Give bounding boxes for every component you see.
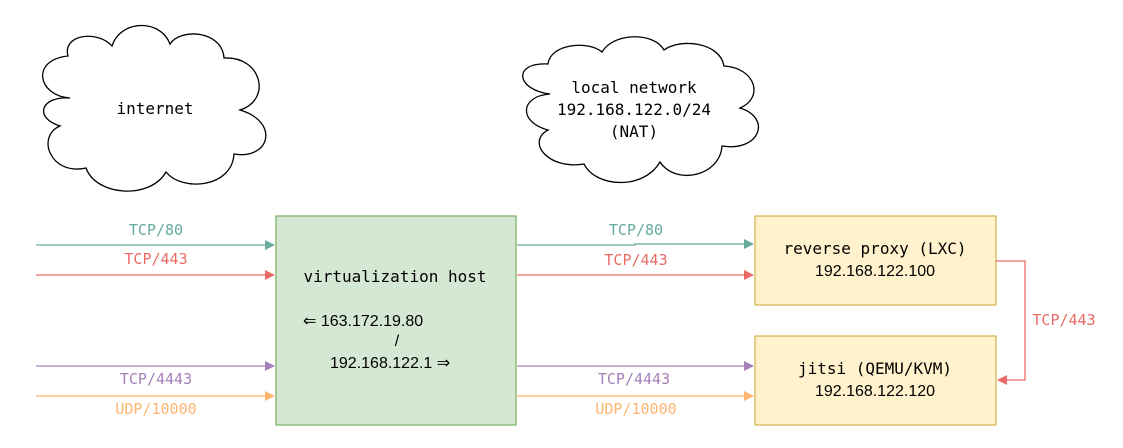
jitsi-rect	[754, 335, 997, 426]
internet-cloud-shape	[41, 24, 267, 192]
local-network-cloud-shape	[522, 36, 759, 183]
virtualization-host-box: virtualization host ⇐ 163.172.19.80 / 19…	[275, 215, 517, 426]
label-internet-tcp4443: TCP/4443	[120, 370, 192, 388]
local-network-cloud: local network 192.168.122.0/24 (NAT)	[522, 36, 759, 183]
local-network-nat: (NAT)	[610, 122, 658, 141]
internet-cloud-label: internet	[116, 99, 193, 118]
reverse-proxy-rect	[754, 215, 997, 306]
label-host-jitsi-tcp4443: TCP/4443	[598, 370, 670, 388]
label-internet-udp10000: UDP/10000	[115, 400, 196, 418]
internet-cloud: internet	[41, 24, 267, 192]
label-host-proxy-tcp80: TCP/80	[609, 221, 663, 239]
local-network-subnet: 192.168.122.0/24	[557, 100, 711, 119]
reverse-proxy-ip: 192.168.122.100	[815, 263, 935, 280]
virtualization-host-title: virtualization host	[303, 267, 486, 286]
jitsi-title: jitsi (QEMU/KVM)	[798, 359, 952, 378]
label-host-jitsi-udp10000: UDP/10000	[595, 400, 676, 418]
local-network-line1: local network	[571, 78, 697, 97]
virtualization-host-rect	[275, 215, 517, 426]
reverse-proxy-box: reverse proxy (LXC) 192.168.122.100	[754, 215, 997, 306]
reverse-proxy-title: reverse proxy (LXC)	[783, 239, 966, 258]
host-private-ip: 192.168.122.1 ⇒	[330, 355, 450, 372]
label-proxy-jitsi-tcp443: TCP/443	[1032, 311, 1095, 329]
label-host-proxy-tcp443: TCP/443	[604, 251, 667, 269]
jitsi-box: jitsi (QEMU/KVM) 192.168.122.120	[754, 335, 997, 426]
host-ip-separator: /	[395, 333, 400, 350]
label-internet-tcp443: TCP/443	[124, 250, 187, 268]
label-internet-tcp80: TCP/80	[129, 221, 183, 239]
arrow-host-proxy-tcp80	[517, 239, 754, 249]
jitsi-ip: 192.168.122.120	[815, 383, 935, 400]
arrow-proxy-jitsi-tcp443	[996, 260, 1026, 385]
host-public-ip: ⇐ 163.172.19.80	[303, 313, 423, 330]
